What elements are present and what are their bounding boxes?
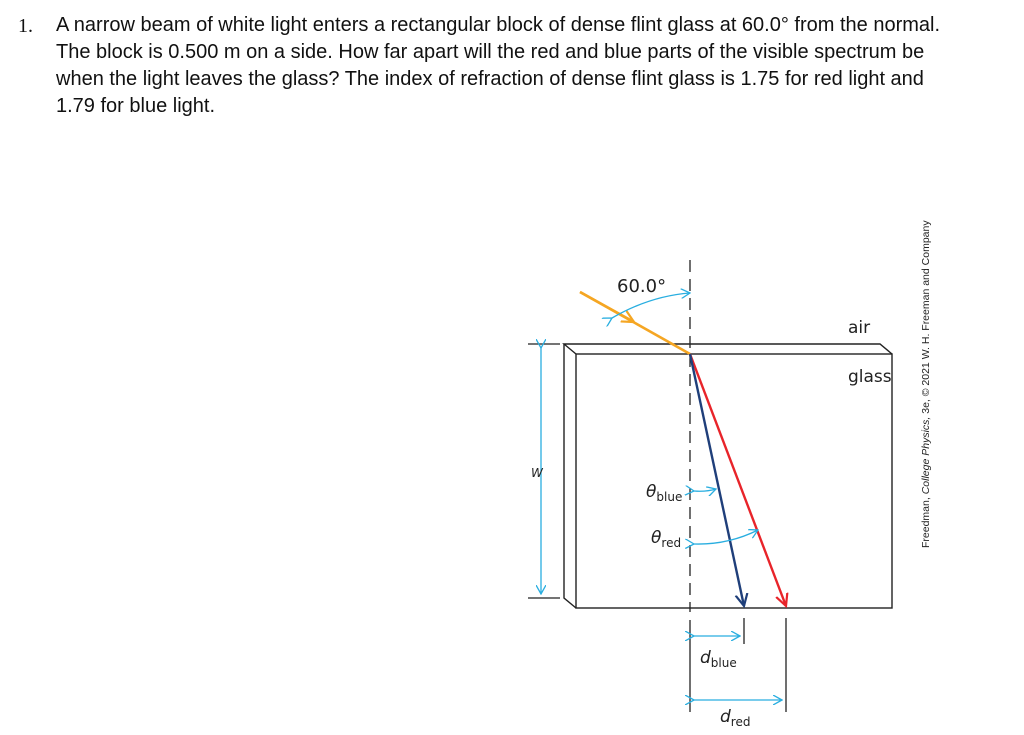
d-blue-label: dblue	[700, 648, 737, 670]
glass-label: glass	[848, 367, 892, 387]
credit-author: Freedman,	[920, 497, 932, 548]
theta-blue-label: θblue	[646, 482, 682, 504]
air-label: air	[848, 318, 870, 338]
figure-credit: Freedman, College Physics, 3e, © 2021 W.…	[920, 220, 932, 548]
incident-angle-arc	[612, 293, 690, 318]
red-ray	[688, 353, 786, 606]
problem-number: 1.	[18, 15, 33, 37]
theta-red-arc	[694, 530, 758, 544]
theta-red-label: θred	[651, 528, 681, 550]
blue-ray	[688, 353, 744, 606]
credit-book: College Physics,	[920, 416, 932, 495]
theta-blue-arc	[694, 489, 716, 491]
credit-rest: 3e, © 2021 W. H. Freeman and Company	[920, 220, 932, 414]
d-red-label: dred	[720, 707, 750, 729]
angle-label: 60.0°	[617, 276, 666, 297]
width-label: W	[531, 466, 544, 480]
glass-block	[562, 343, 893, 609]
problem-text: A narrow beam of white light enters a re…	[56, 14, 941, 117]
